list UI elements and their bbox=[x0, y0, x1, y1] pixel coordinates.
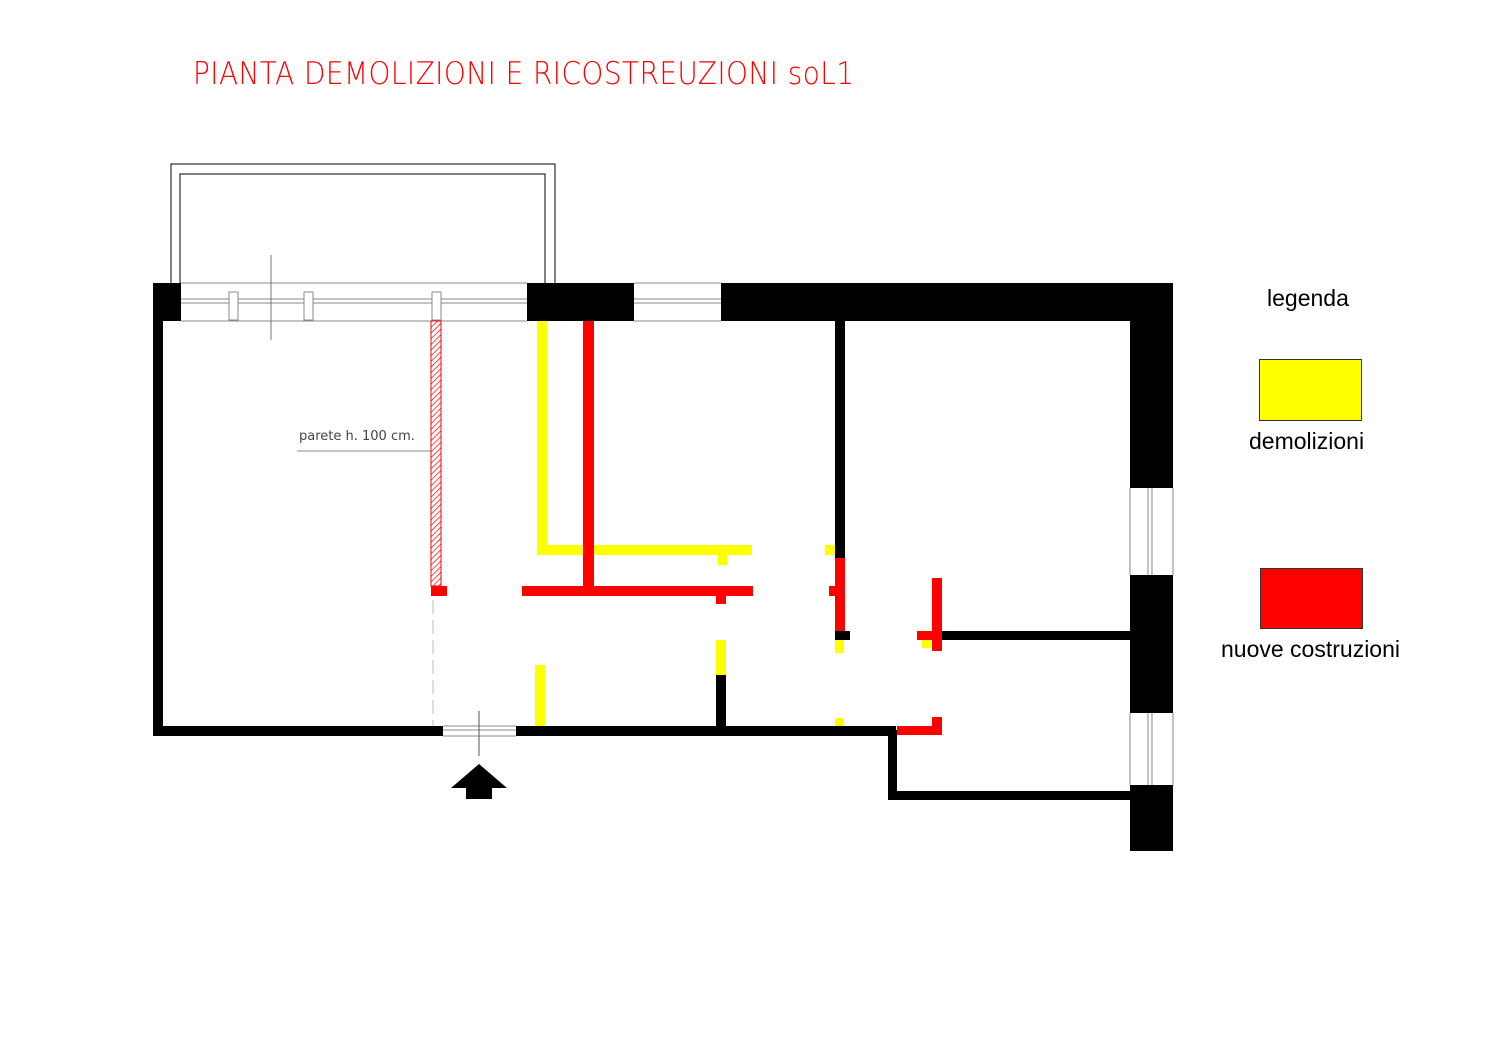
new-construction-walls bbox=[431, 321, 942, 735]
demolition-walls bbox=[535, 321, 931, 726]
plan-title: PIANTA DEMOLIZIONI E RICOSTREUZIONI soL1 bbox=[193, 56, 855, 92]
legend-heading: legenda bbox=[1267, 285, 1349, 311]
legend-label-new-construction: nuove costruzioni bbox=[1221, 636, 1400, 662]
low-wall-annotation: parete h. 100 cm. bbox=[299, 429, 415, 444]
windows bbox=[181, 255, 1174, 785]
legend-swatch-demolitions bbox=[1259, 359, 1362, 421]
balcony bbox=[170, 163, 556, 283]
entrance-arrow-icon bbox=[451, 764, 507, 799]
legend-swatch-new-construction bbox=[1260, 568, 1363, 629]
existing-walls bbox=[153, 283, 1173, 851]
legend-label-demolitions: demolizioni bbox=[1249, 428, 1365, 454]
low-wall-hatched bbox=[430, 320, 442, 587]
